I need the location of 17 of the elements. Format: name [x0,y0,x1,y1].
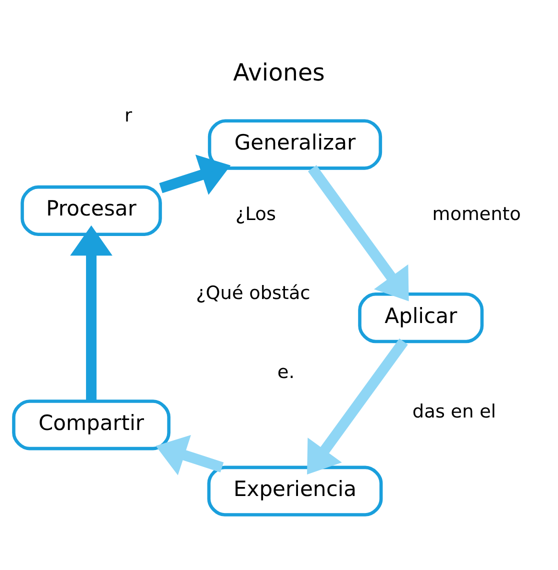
node-box: Procesar [20,184,162,236]
label: e. [277,361,295,382]
node-box: Aplicar [358,292,484,343]
node-box: Experiencia [207,465,383,516]
label: ¿Qué obstác [196,282,310,304]
diagram-title: Aviones [233,58,325,86]
arrow [156,434,224,475]
node-box: Compartir [12,399,170,450]
arrow [159,154,231,194]
label: momento [432,204,521,225]
label: r [124,105,132,126]
arrow [308,164,409,301]
arrow [307,338,408,474]
arrow [70,224,112,401]
label: ¿Los [236,204,276,225]
label: das en el [412,400,496,422]
node-box: Generalizar [208,118,382,170]
